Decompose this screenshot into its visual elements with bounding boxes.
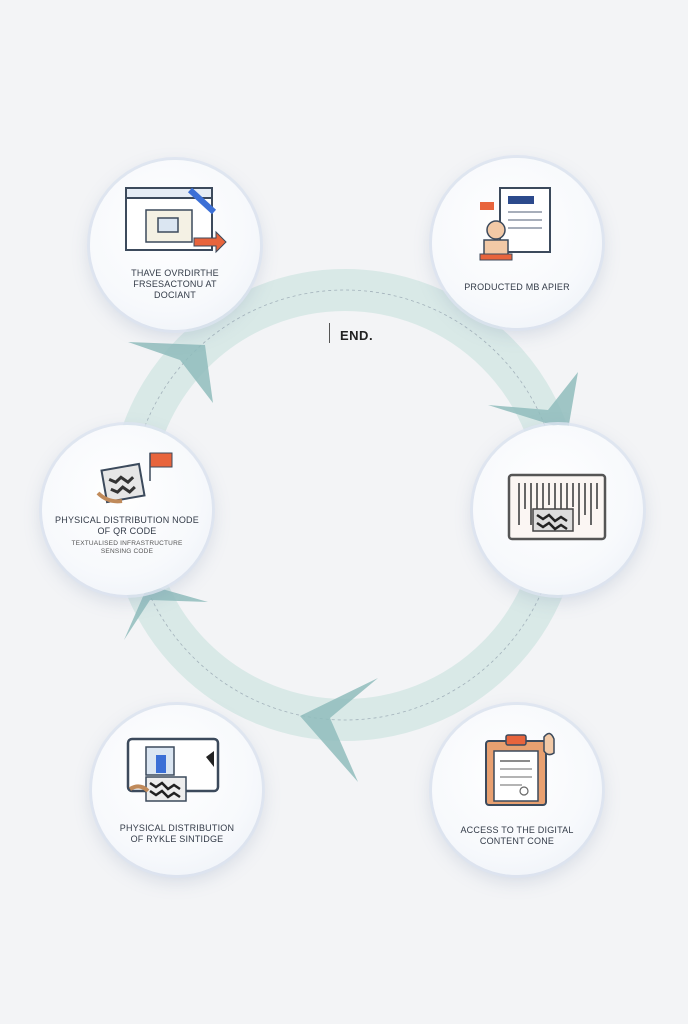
node-middle-left-label: PHYSICAL DISTRIBUTION NODE OF QR CODE	[42, 515, 212, 537]
label-line: PHYSICAL DISTRIBUTION	[119, 823, 235, 833]
node-top-right-label: PRODUCTED MB APIER	[432, 282, 602, 293]
node-top-left-label: THAVE OVRDIRTHE FRSESACTONU AT DOCIANT	[90, 268, 260, 301]
node-middle-left-sublabel: Textualised Infrastructure sensing code	[42, 540, 212, 556]
label-line: OF QR CODE	[97, 526, 157, 536]
cycle-arrow-left	[124, 585, 208, 640]
label-line: CONTENT CONE	[479, 836, 555, 846]
barcode-screen-icon	[507, 473, 607, 541]
label-line: FRSESACTONU AT	[133, 279, 217, 289]
label-line: THAVE OVRDIRTHE	[131, 268, 219, 278]
node-bottom-left-label: PHYSICAL DISTRIBUTION OF RYKLE SINTIDGE	[92, 823, 262, 845]
node-bottom-right-label: ACCESS TO THE DIGITAL CONTENT CONE	[432, 825, 602, 847]
cycle-arrow-top-left	[128, 342, 213, 403]
cycle-arrow-bottom	[300, 678, 378, 782]
document-stamp-icon	[479, 187, 551, 261]
end-label: END.	[340, 328, 374, 343]
node-middle-right	[473, 425, 643, 595]
label-line: DOCIANT	[154, 290, 196, 300]
node-top-left: THAVE OVRDIRTHE FRSESACTONU AT DOCIANT	[90, 160, 260, 330]
clipboard-hand-icon	[485, 732, 555, 806]
label-line: PRODUCTED MB APIER	[464, 282, 570, 292]
cycle-arrow-right	[488, 372, 578, 430]
end-marker	[329, 323, 330, 343]
browser-window-icon	[125, 187, 227, 254]
sublabel-line: Textualised Infrastructure	[71, 540, 183, 547]
node-bottom-left: PHYSICAL DISTRIBUTION OF RYKLE SINTIDGE	[92, 705, 262, 875]
sublabel-line: sensing code	[100, 548, 154, 555]
node-middle-left: PHYSICAL DISTRIBUTION NODE OF QR CODE Te…	[42, 425, 212, 595]
qr-scanner-hand-icon	[96, 452, 173, 504]
node-top-right: PRODUCTED MB APIER	[432, 158, 602, 328]
node-bottom-right: ACCESS TO THE DIGITAL CONTENT CONE	[432, 705, 602, 875]
label-line: OF RYKLE SINTIDGE	[130, 834, 224, 844]
monitor-hand-icon	[126, 737, 220, 802]
label-line: ACCESS TO THE DIGITAL	[460, 825, 574, 835]
label-line: PHYSICAL DISTRIBUTION NODE	[55, 515, 199, 525]
